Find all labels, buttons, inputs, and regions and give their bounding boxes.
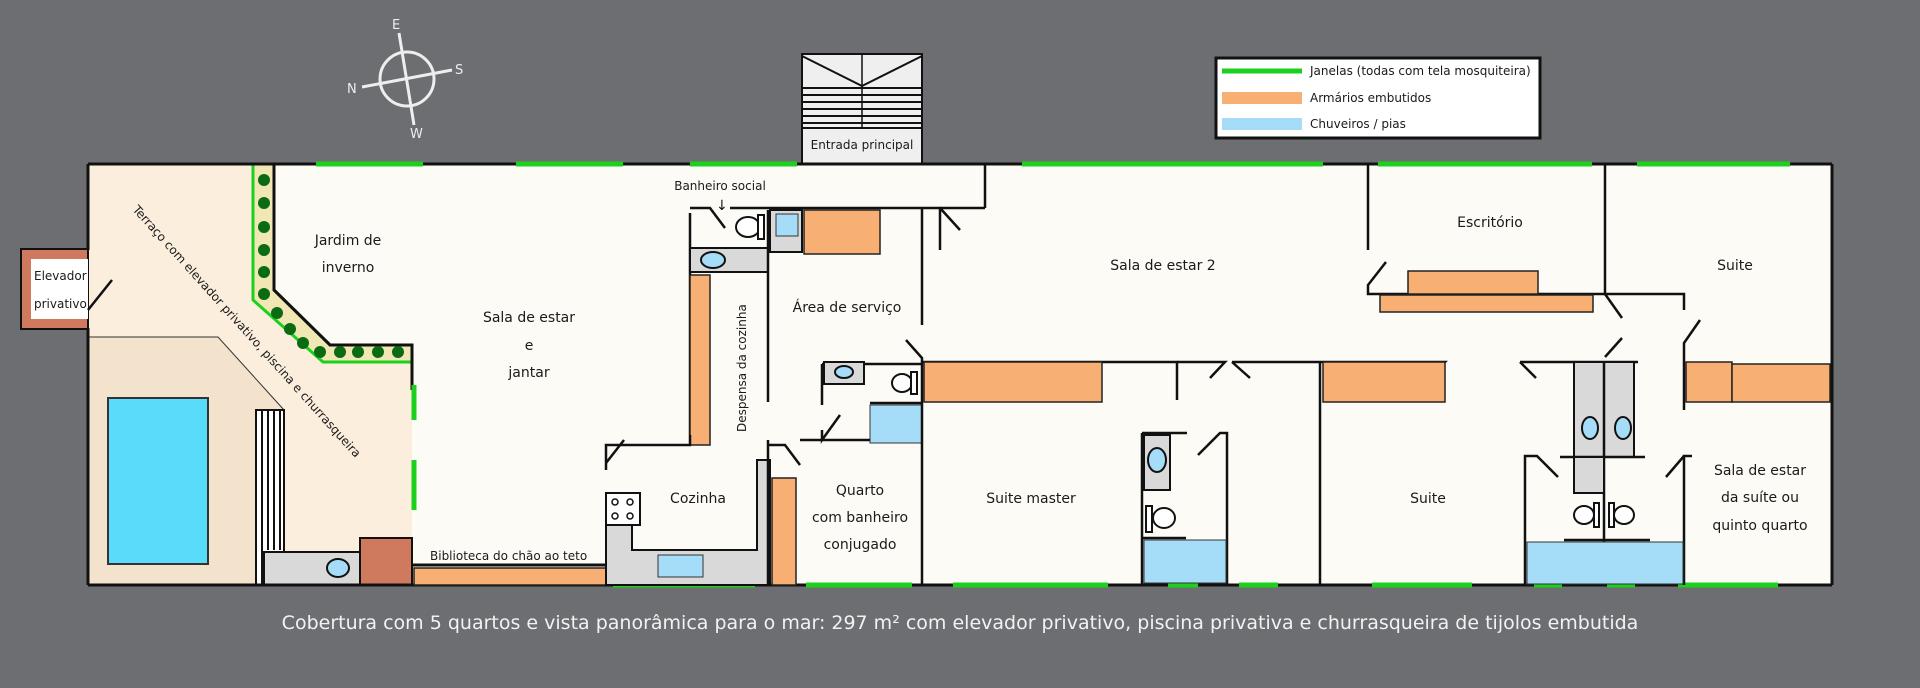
living-dining-label-2: e xyxy=(525,338,534,354)
legend-swatch-closets xyxy=(1222,92,1302,104)
master-bath-toilet xyxy=(1145,505,1176,533)
bbq-sink xyxy=(326,558,350,578)
pantry-label: Despensa da cozinha xyxy=(735,304,749,432)
stove xyxy=(605,492,641,526)
suite-living-label-2: da suíte ou xyxy=(1721,490,1799,506)
compass-north: N xyxy=(347,82,357,97)
pool xyxy=(107,397,209,565)
guest-bath-sink xyxy=(700,251,726,269)
bbq-brick xyxy=(359,537,413,586)
guest-bath-toilet xyxy=(735,214,765,240)
guest-bath-arrow-icon: ↓ xyxy=(716,198,728,214)
plants xyxy=(258,174,404,358)
suite-middle-label: Suite xyxy=(1410,491,1446,507)
compass-south: S xyxy=(455,63,463,78)
office-closet xyxy=(1379,294,1594,313)
master-bath-shower xyxy=(1143,539,1227,584)
compass-icon xyxy=(361,32,453,126)
guest-bath-label: Banheiro social xyxy=(674,179,766,193)
office-label: Escritório xyxy=(1457,215,1523,231)
kitchen-label: Cozinha xyxy=(670,491,726,507)
suite-living-label-3: quinto quarto xyxy=(1712,518,1807,534)
elevator-label-1: Elevador xyxy=(34,269,87,283)
legend-swatch-water xyxy=(1222,118,1302,130)
library-label: Biblioteca do chão ao teto xyxy=(430,549,587,563)
caption: Cobertura com 5 quartos e vista panorâmi… xyxy=(281,612,1639,634)
compass-west: W xyxy=(410,127,423,142)
master-suite-label: Suite master xyxy=(986,491,1076,507)
living-dining-label-1: Sala de estar xyxy=(483,310,575,326)
master-closet xyxy=(923,361,1103,403)
entrance-stairs xyxy=(801,53,923,165)
service-area-label: Área de serviço xyxy=(793,299,902,316)
legend xyxy=(1214,56,1542,140)
room-bath-toilet xyxy=(891,371,918,395)
kitchen-counter xyxy=(605,459,771,586)
kitchen-closet xyxy=(771,477,797,586)
office-desk xyxy=(1407,270,1539,295)
kitchen-sink xyxy=(657,554,704,578)
legend-label-water: Chuveiros / pias xyxy=(1310,117,1406,131)
living-2-label: Sala de estar 2 xyxy=(1110,258,1215,274)
library-shelves xyxy=(413,567,607,586)
compass-east: E xyxy=(392,18,400,33)
room-bath-label-3: conjugado xyxy=(824,537,897,553)
room-bath-label-2: com banheiro xyxy=(812,510,908,526)
suite-living-label-1: Sala de estar xyxy=(1714,463,1806,479)
room-bath-label-1: Quarto xyxy=(836,483,884,499)
suite-right-label: Suite xyxy=(1717,258,1753,274)
legend-label-windows: Janelas (todas com tela mosquiteira) xyxy=(1309,64,1531,78)
room-bath-shower xyxy=(869,404,923,444)
entrance-label: Entrada principal xyxy=(811,138,914,152)
service-closet xyxy=(803,209,881,255)
jj-bath-toilets xyxy=(1573,502,1635,528)
elevator-label-2: privativo xyxy=(34,297,87,311)
stove-burners-icon xyxy=(611,498,634,520)
winter-garden-label-2: inverno xyxy=(322,260,375,276)
pantry-shelves xyxy=(689,274,711,446)
suite-right-closet xyxy=(1685,361,1733,403)
jj-bath-shower xyxy=(1526,541,1684,585)
suite-middle-closet xyxy=(1322,361,1446,403)
winter-garden-label-1: Jardim de xyxy=(314,233,382,249)
living-dining-label-3: jantar xyxy=(507,365,549,381)
legend-label-closets: Armários embutidos xyxy=(1310,91,1431,105)
